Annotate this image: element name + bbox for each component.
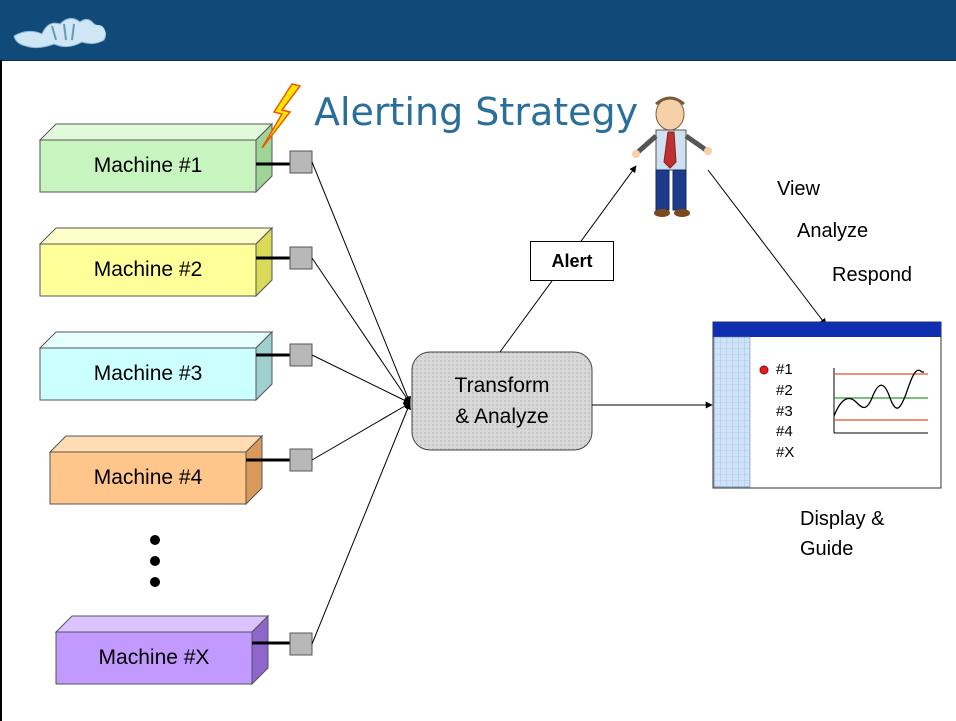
action-respond: Respond	[832, 264, 913, 286]
machine-label-1: Machine #1	[93, 154, 203, 177]
process-label-line1: Transform	[454, 374, 550, 397]
machine-box-x	[54, 614, 270, 686]
sensor-1	[289, 150, 313, 174]
header-bar	[0, 0, 956, 61]
sensor-squares	[289, 150, 313, 656]
display-caption-line1: Display &	[800, 508, 885, 530]
display-item-4: #4	[776, 423, 793, 440]
lightning-bolt-icon	[261, 83, 302, 149]
machine-label-3: Machine #3	[93, 362, 203, 385]
display-item-x: #X	[776, 444, 795, 461]
machine-box-2	[38, 226, 274, 298]
sensor-3	[289, 343, 313, 367]
machine-label-x: Machine #X	[98, 646, 210, 669]
chart-wave	[833, 369, 924, 417]
machine-box-4	[48, 434, 264, 506]
person-to-display-arrow	[707, 169, 827, 326]
display-item-3: #3	[776, 403, 793, 420]
sensor-to-process-lines	[311, 161, 411, 645]
mini-chart	[833, 368, 928, 434]
window-sidebar	[713, 336, 751, 488]
action-analyze: Analyze	[797, 220, 869, 242]
sensor-4	[289, 448, 313, 472]
machine-label-4: Machine #4	[93, 466, 203, 489]
process-label-line2: & Analyze	[455, 405, 549, 428]
display-window	[712, 321, 942, 489]
action-view: View	[777, 178, 820, 200]
logo-icon	[13, 18, 107, 49]
machine-box-3	[38, 330, 274, 402]
status-dot-icon	[759, 365, 769, 375]
person-icon	[632, 96, 712, 217]
sensor-connectors	[246, 162, 290, 645]
display-item-2: #2	[776, 382, 793, 399]
sensor-x	[289, 632, 313, 656]
slide-title: Alerting Strategy	[314, 90, 639, 134]
display-item-1: #1	[776, 361, 793, 378]
window-titlebar	[713, 322, 941, 337]
machine-box-1	[38, 122, 274, 194]
sensor-2	[289, 246, 313, 270]
display-caption-line2: Guide	[800, 538, 854, 560]
alert-label: Alert	[530, 241, 614, 281]
machine-label-2: Machine #2	[93, 258, 203, 281]
ellipsis-dots	[150, 535, 160, 587]
slide-frame	[0, 60, 954, 721]
process-box	[411, 351, 593, 451]
